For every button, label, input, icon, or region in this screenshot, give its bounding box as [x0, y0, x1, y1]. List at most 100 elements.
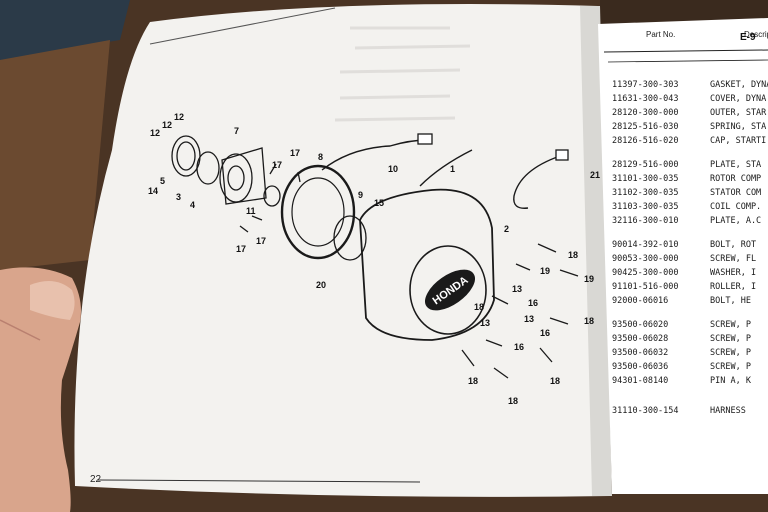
thumb [0, 267, 81, 512]
part-number: 91101-516-000 [612, 282, 679, 292]
part-description: ROTOR COMP [710, 174, 762, 184]
part-description: OUTER, STAR [710, 108, 767, 118]
page-number: 22 [90, 474, 102, 485]
parts-row: 28120-300-000 OUTER, STAR [606, 108, 768, 121]
part-number: 32116-300-010 [612, 216, 679, 226]
part-description: SPRING, STA [710, 122, 767, 132]
parts-row: 90425-300-000 WASHER, I [606, 268, 768, 281]
part-number: 90053-300-000 [612, 254, 679, 264]
callout: 2 [504, 224, 509, 234]
part-number: 93500-06028 [612, 334, 669, 344]
part-number: 93500-06036 [612, 362, 669, 372]
parts-row: 31102-300-035 STATOR COM [606, 188, 768, 201]
callout: 21 [590, 170, 600, 180]
parts-row: 28125-516-030 SPRING, STA [606, 122, 768, 135]
parts-list-page: Part No. Descrip E-9 11397-300-303GASKET… [606, 22, 768, 492]
callout: 9 [358, 190, 363, 200]
parts-row: 94301-08140 PIN A, K [606, 376, 768, 389]
callout: 17 [290, 148, 300, 158]
callout: 12 [174, 112, 184, 122]
part-description: PIN A, K [710, 376, 751, 386]
parts-row: 31110-300-154 HARNESS [606, 406, 768, 419]
callout: 4 [190, 200, 195, 210]
callout: 20 [316, 280, 326, 290]
part-number: 31110-300-154 [612, 406, 679, 416]
left-page [74, 4, 611, 497]
callout: 17 [236, 244, 246, 254]
callout: 17 [256, 236, 266, 246]
callout: 10 [388, 164, 398, 174]
callout: 15 [374, 198, 384, 208]
parts-row: 28126-516-020 CAP, STARTI [606, 136, 768, 149]
part-number: 90014-392-010 [612, 240, 679, 250]
part-description: SCREW, P [710, 362, 751, 372]
callout: 12 [150, 128, 160, 138]
callout: 17 [272, 160, 282, 170]
part-description: SCREW, P [710, 334, 751, 344]
parts-row: 93500-06028 SCREW, P [606, 334, 768, 347]
section-label: E-9 [740, 32, 756, 43]
exploded-diagram [171, 133, 579, 379]
part-number: 31102-300-035 [612, 188, 679, 198]
callout: 13 [524, 314, 534, 324]
part-description: SCREW, P [710, 348, 751, 358]
part-description: BOLT, ROT [710, 240, 757, 250]
part-number: 94301-08140 [612, 376, 669, 386]
callout: 16 [528, 298, 538, 308]
part-description: COIL COMP. [710, 202, 762, 212]
stator-ring [280, 164, 356, 260]
part-description: COVER, DYNA [710, 94, 767, 104]
callout: 16 [514, 342, 524, 352]
callout: 14 [148, 186, 158, 196]
callout: 5 [160, 176, 165, 186]
parts-row: 11631-300-043 COVER, DYNA [606, 94, 768, 107]
part-description: WASHER, I [710, 268, 757, 278]
callout: 1 [450, 164, 455, 174]
part-number: 93500-06020 [612, 320, 669, 330]
right-page [598, 18, 768, 494]
parts-row: 90014-392-010 BOLT, ROT [606, 240, 768, 253]
part-description: STATOR COM [710, 188, 762, 198]
callout: 18 [568, 250, 578, 260]
part-description: GASKET, DYNA [710, 80, 768, 90]
callout: 18 [474, 302, 484, 312]
part-number: 28125-516-030 [612, 122, 679, 132]
parts-row: 91101-516-000 ROLLER, I [606, 282, 768, 295]
part-number: 28120-300-000 [612, 108, 679, 118]
parts-row: 11397-300-303 GASKET, DYNA [606, 80, 768, 93]
callout: 18 [584, 316, 594, 326]
part-number: 31101-300-035 [612, 174, 679, 184]
callout-numbers: 12 12 12 14 3 5 7 4 17 17 8 10 11 9 15 1… [148, 112, 600, 406]
part-number: 28126-516-020 [612, 136, 679, 146]
generator-cover [359, 188, 495, 341]
parts-row: 92000-06016 BOLT, HE [606, 296, 768, 309]
parts-row: 31101-300-035 ROTOR COMP [606, 174, 768, 187]
callout: 18 [508, 396, 518, 406]
part-number: 28129-516-000 [612, 160, 679, 170]
part-description: SCREW, P [710, 320, 751, 330]
part-number: 11397-300-303 [612, 80, 679, 90]
parts-row: 93500-06036 SCREW, P [606, 362, 768, 375]
callout: 19 [584, 274, 594, 284]
callout: 18 [550, 376, 560, 386]
parts-row: 31103-300-035 COIL COMP. [606, 202, 768, 215]
part-description: BOLT, HE [710, 296, 751, 306]
callout: 13 [480, 318, 490, 328]
part-description: HARNESS [710, 406, 746, 416]
callout: 19 [540, 266, 550, 276]
part-number: 11631-300-043 [612, 94, 679, 104]
part-number: 92000-06016 [612, 296, 669, 306]
part-number: 31103-300-035 [612, 202, 679, 212]
callout: 8 [318, 152, 323, 162]
part-number: 90425-300-000 [612, 268, 679, 278]
part-description: CAP, STARTI [710, 136, 767, 146]
callout: 13 [512, 284, 522, 294]
callout: 7 [234, 126, 239, 136]
parts-row: 93500-06020 SCREW, P [606, 320, 768, 333]
part-description: ROLLER, I [710, 282, 757, 292]
callout: 11 [246, 206, 256, 216]
